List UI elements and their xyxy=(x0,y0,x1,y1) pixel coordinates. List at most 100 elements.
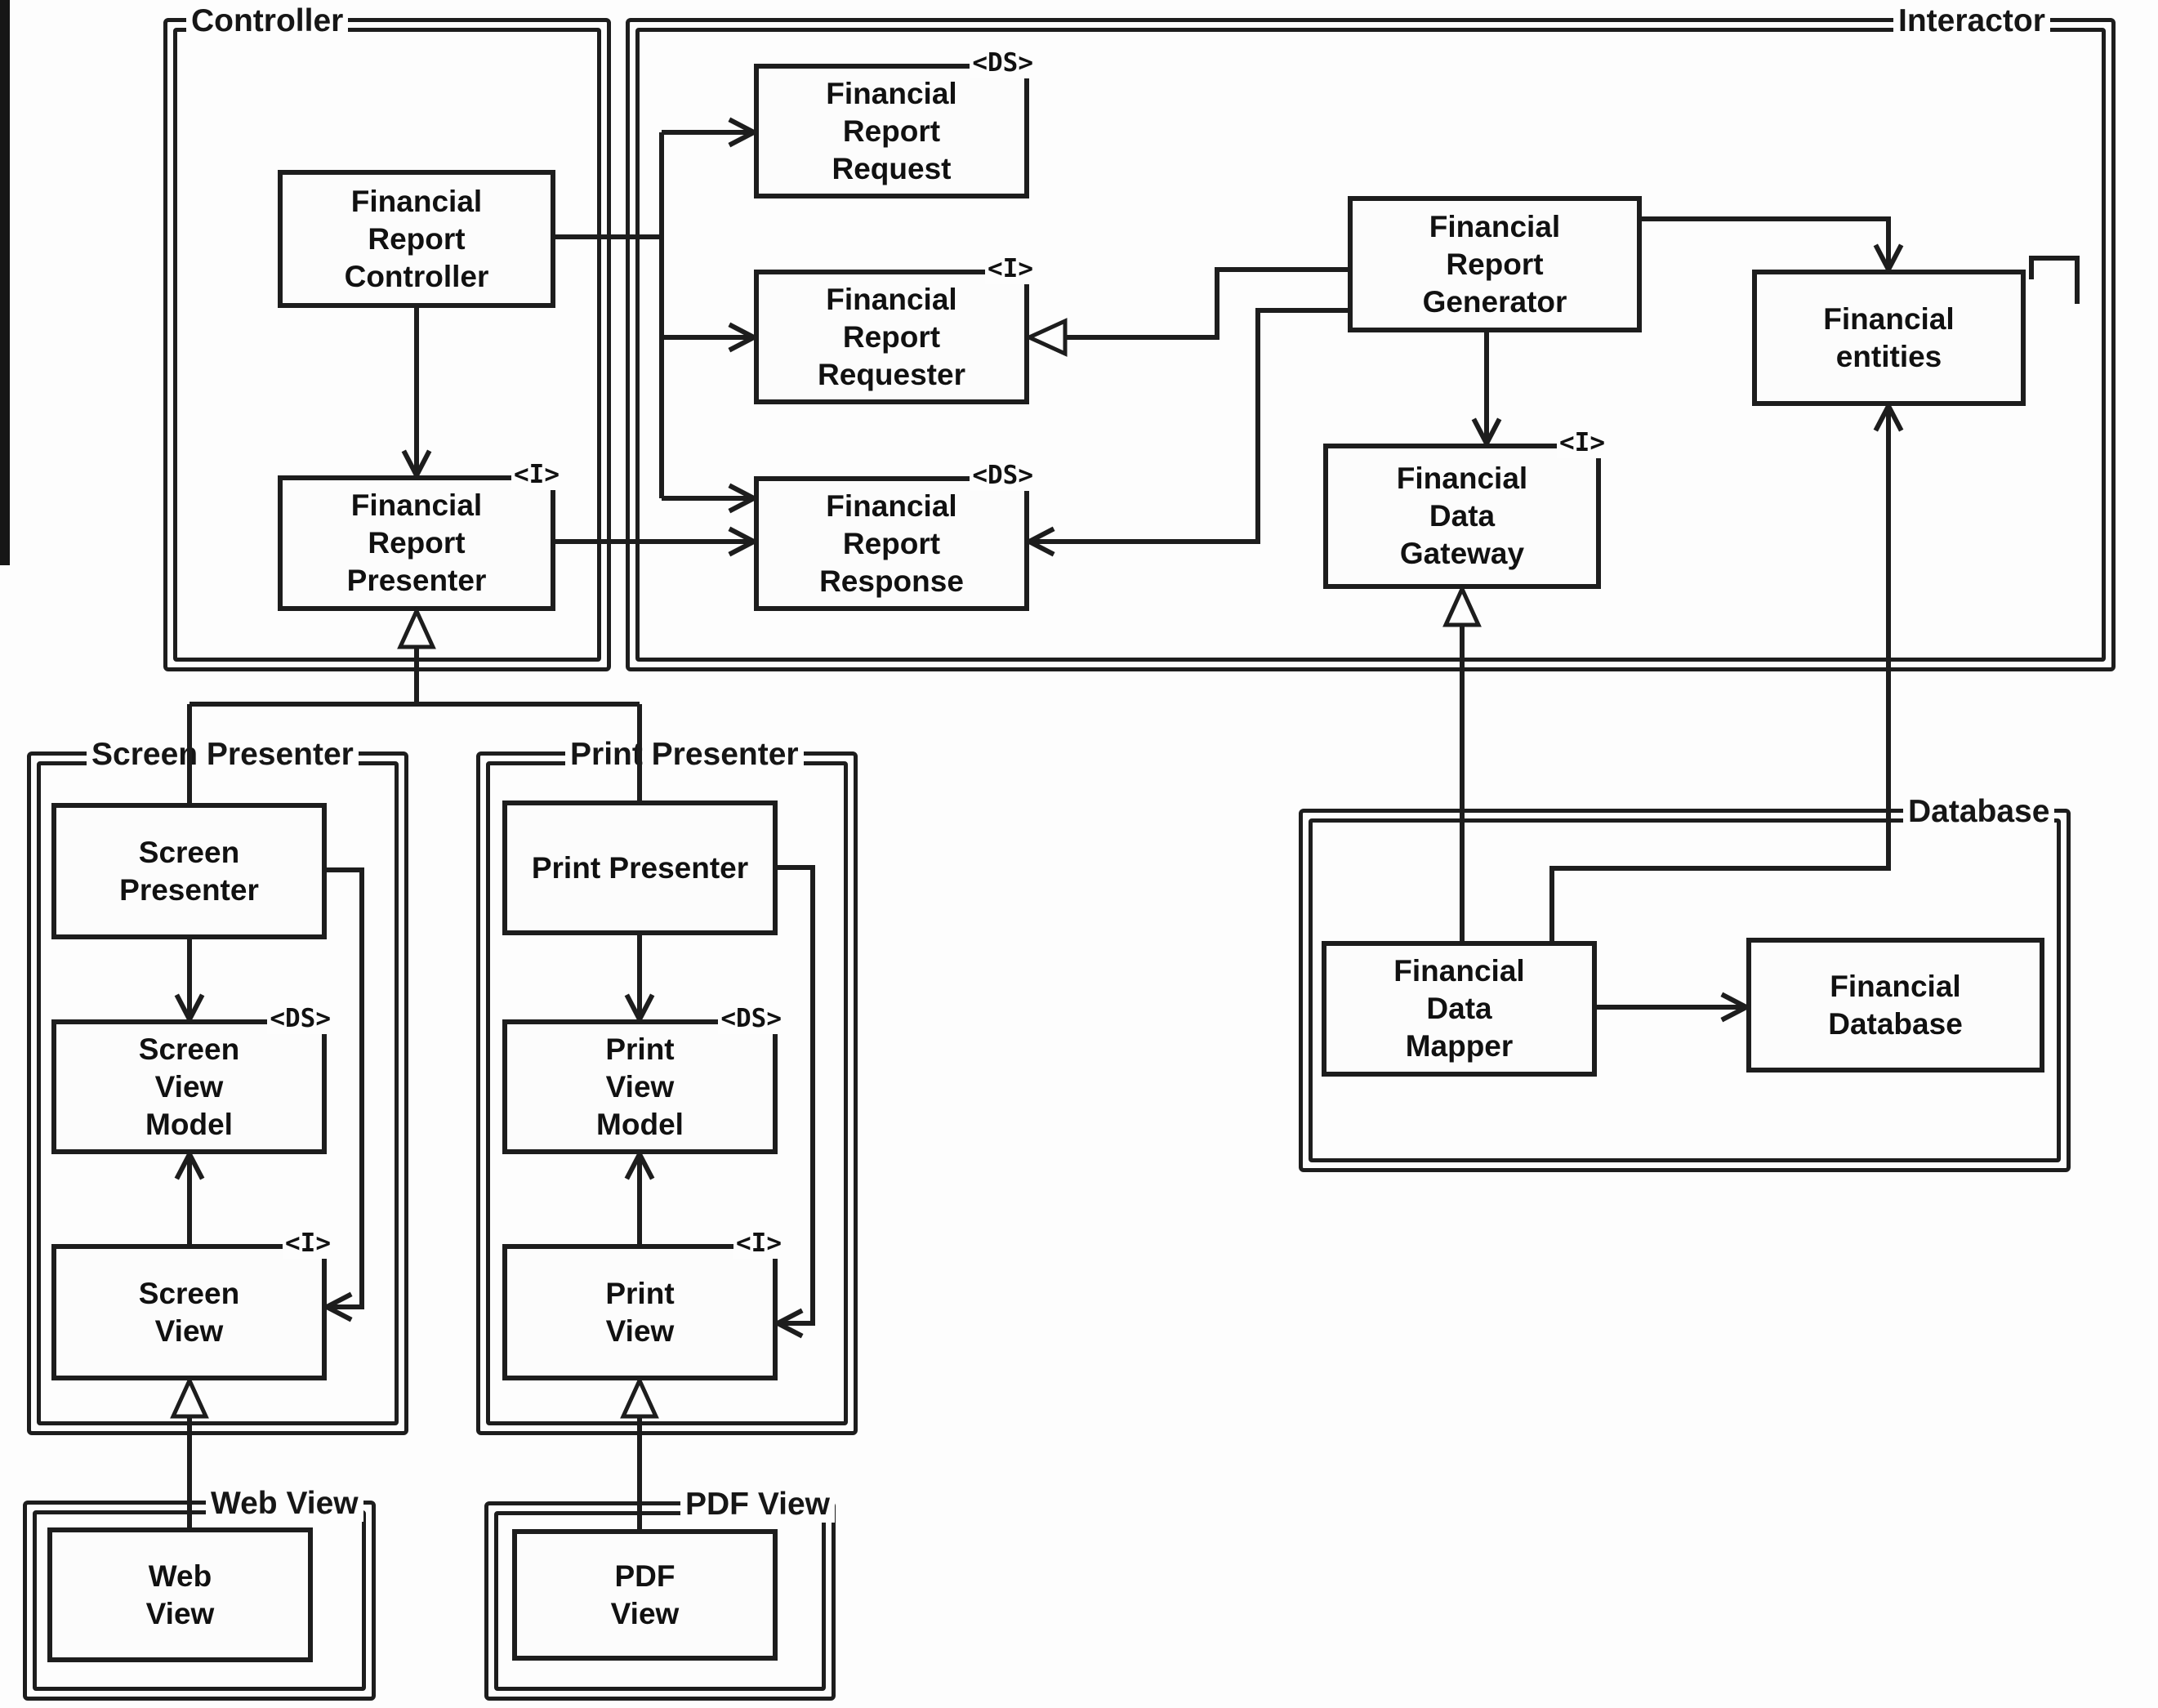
group-label-web-view: Web View xyxy=(206,1486,363,1522)
screen-presenter-to-view-arrow xyxy=(327,867,364,1309)
group-label-controller: Controller xyxy=(186,3,349,39)
group-label-print-presenter: Print Presenter xyxy=(565,737,804,773)
mapper-to-database-arrow-head xyxy=(1720,1005,1748,1023)
box-label-screen-presenter-box: Screen Presenter xyxy=(119,835,259,907)
group-interactor xyxy=(626,18,2116,671)
box-financial-database: Financial Database xyxy=(1746,938,2044,1073)
group-label-interactor: Interactor xyxy=(1893,3,2050,39)
controller-to-presenter-arrow-head xyxy=(414,449,432,477)
group-pdf-view xyxy=(484,1501,836,1701)
stereotype-financial-report-presenter: <I> xyxy=(511,459,562,490)
box-financial-report-requester: Financial Report Requester <I> xyxy=(754,253,1036,404)
screen-presenter-to-view-arrow-head xyxy=(325,1304,353,1322)
generator-realizes-requester-head xyxy=(1023,318,1068,357)
scan-edge-artifact xyxy=(0,0,10,565)
generator-to-entities-arrow-head xyxy=(1886,243,1904,271)
presenter-to-response-arrow-head xyxy=(728,526,756,544)
stereotype-screen-view-model: <DS> xyxy=(267,1003,333,1034)
controller-to-presenter-arrow-head xyxy=(401,449,419,477)
group-web-view xyxy=(23,1501,376,1701)
box-label-screen-view: Screen View xyxy=(138,1276,240,1348)
generator-to-response-arrow-head xyxy=(1028,526,1055,544)
generator-to-entities-arrow-head xyxy=(1873,243,1891,271)
screen-view-to-model-arrow-head xyxy=(174,1153,192,1180)
box-label-financial-report-requester: Financial Report Requester xyxy=(818,282,965,391)
stereotype-financial-data-gateway: <I> xyxy=(1557,427,1607,458)
trunk-to-request-arrow-head xyxy=(728,117,756,135)
generator-to-response-arrow-head xyxy=(1028,539,1055,557)
box-label-web-view-box: Web View xyxy=(145,1559,215,1630)
box-label-financial-report-controller: Financial Report Controller xyxy=(344,184,489,293)
trunk-to-request-arrow-head xyxy=(728,130,756,148)
group-database xyxy=(1299,809,2071,1172)
box-label-financial-report-request: Financial Report Request xyxy=(826,76,957,185)
web-view-realizes-screen-view-head xyxy=(170,1375,209,1419)
box-print-view-model: Print View Model <DS> xyxy=(502,1003,784,1154)
box-label-financial-entities: Financial entities xyxy=(1823,301,1955,373)
box-screen-presenter-box: Screen Presenter xyxy=(51,803,327,939)
box-print-view: Print View <I> xyxy=(502,1228,784,1380)
box-label-screen-view-model: Screen View Model xyxy=(138,1032,240,1141)
box-pdf-view-box: PDF View xyxy=(512,1529,778,1661)
entities-multiplicity-bracket xyxy=(2029,256,2080,304)
box-label-print-view-model: Print View Model xyxy=(596,1032,684,1141)
trunk-to-requester-arrow-head xyxy=(728,335,756,353)
box-label-pdf-view-box: PDF View xyxy=(610,1559,680,1630)
box-screen-view-model: Screen View Model <DS> xyxy=(51,1003,333,1154)
group-label-pdf-view: PDF View xyxy=(680,1487,836,1523)
stereotype-print-view-model: <DS> xyxy=(718,1003,784,1034)
stereotype-financial-report-request: <DS> xyxy=(970,47,1036,78)
mapper-realizes-gateway-head xyxy=(1442,583,1482,627)
screen-view-to-model-arrow-head xyxy=(187,1153,205,1180)
print-presenter-to-model-arrow-head xyxy=(637,993,655,1021)
pdf-view-realizes-print-view-head xyxy=(620,1375,659,1419)
generator-to-gateway-arrow-head xyxy=(1471,417,1489,445)
box-financial-report-controller: Financial Report Controller xyxy=(278,170,555,308)
screen-presenter-to-model-arrow-head xyxy=(174,993,192,1021)
mapper-to-entities-arrow-head xyxy=(1873,404,1891,432)
box-financial-data-gateway: Financial Data Gateway <I> xyxy=(1323,427,1607,589)
trunk-to-requester-arrow-head xyxy=(728,322,756,340)
box-financial-report-presenter: Financial Report Presenter <I> xyxy=(278,459,562,611)
generator-to-gateway-arrow-head xyxy=(1484,417,1502,445)
presenter-to-response-arrow-head xyxy=(728,539,756,557)
box-label-financial-report-presenter: Financial Report Presenter xyxy=(346,488,487,597)
stereotype-financial-report-response: <DS> xyxy=(970,460,1036,491)
stereotype-screen-view: <I> xyxy=(283,1228,333,1259)
box-label-financial-report-response: Financial Report Response xyxy=(819,488,964,598)
generator-to-response-arrow xyxy=(1029,308,1348,544)
box-print-presenter-box: Print Presenter xyxy=(502,800,778,935)
box-financial-entities: Financial entities xyxy=(1752,270,2026,406)
screen-presenter-to-model-arrow-head xyxy=(187,993,205,1021)
trunk-to-response-arrow-head xyxy=(728,483,756,501)
print-presenter-to-model-arrow-head xyxy=(624,993,642,1021)
box-financial-report-request: Financial Report Request <DS> xyxy=(754,47,1036,198)
box-label-financial-data-mapper: Financial Data Mapper xyxy=(1393,954,1525,1063)
box-label-financial-database: Financial Database xyxy=(1828,969,1963,1041)
generator-realizes-requester xyxy=(1065,267,1348,340)
stereotype-financial-report-requester: <I> xyxy=(985,253,1036,284)
print-presenter-to-view-arrow-head xyxy=(776,1321,804,1339)
group-label-database: Database xyxy=(1903,794,2055,830)
presenters-realize-frp-head xyxy=(397,605,436,649)
group-controller xyxy=(163,18,611,671)
generator-to-entities-arrow xyxy=(1642,216,1891,270)
box-financial-report-response: Financial Report Response<DS> xyxy=(754,460,1036,611)
print-view-to-model-arrow-head xyxy=(637,1153,655,1180)
box-financial-report-generator: Financial Report Generator xyxy=(1348,196,1642,332)
mapper-to-database-arrow-head xyxy=(1720,992,1748,1010)
stereotype-print-view: <I> xyxy=(733,1228,784,1259)
mapper-to-entities-arrow-head xyxy=(1886,404,1904,432)
print-presenter-to-view-arrow xyxy=(778,865,815,1326)
box-label-financial-data-gateway: Financial Data Gateway xyxy=(1396,462,1528,570)
box-web-view-box: Web View xyxy=(47,1527,313,1662)
box-label-print-view: Print View xyxy=(605,1276,675,1348)
mapper-to-entities-arrow xyxy=(1549,406,1891,941)
trunk-to-response-arrow-head xyxy=(728,496,756,514)
print-presenter-to-view-arrow-head xyxy=(776,1308,804,1326)
print-view-to-model-arrow-head xyxy=(624,1153,642,1180)
group-label-screen-presenter: Screen Presenter xyxy=(87,737,359,773)
screen-presenter-to-view-arrow-head xyxy=(325,1291,353,1309)
